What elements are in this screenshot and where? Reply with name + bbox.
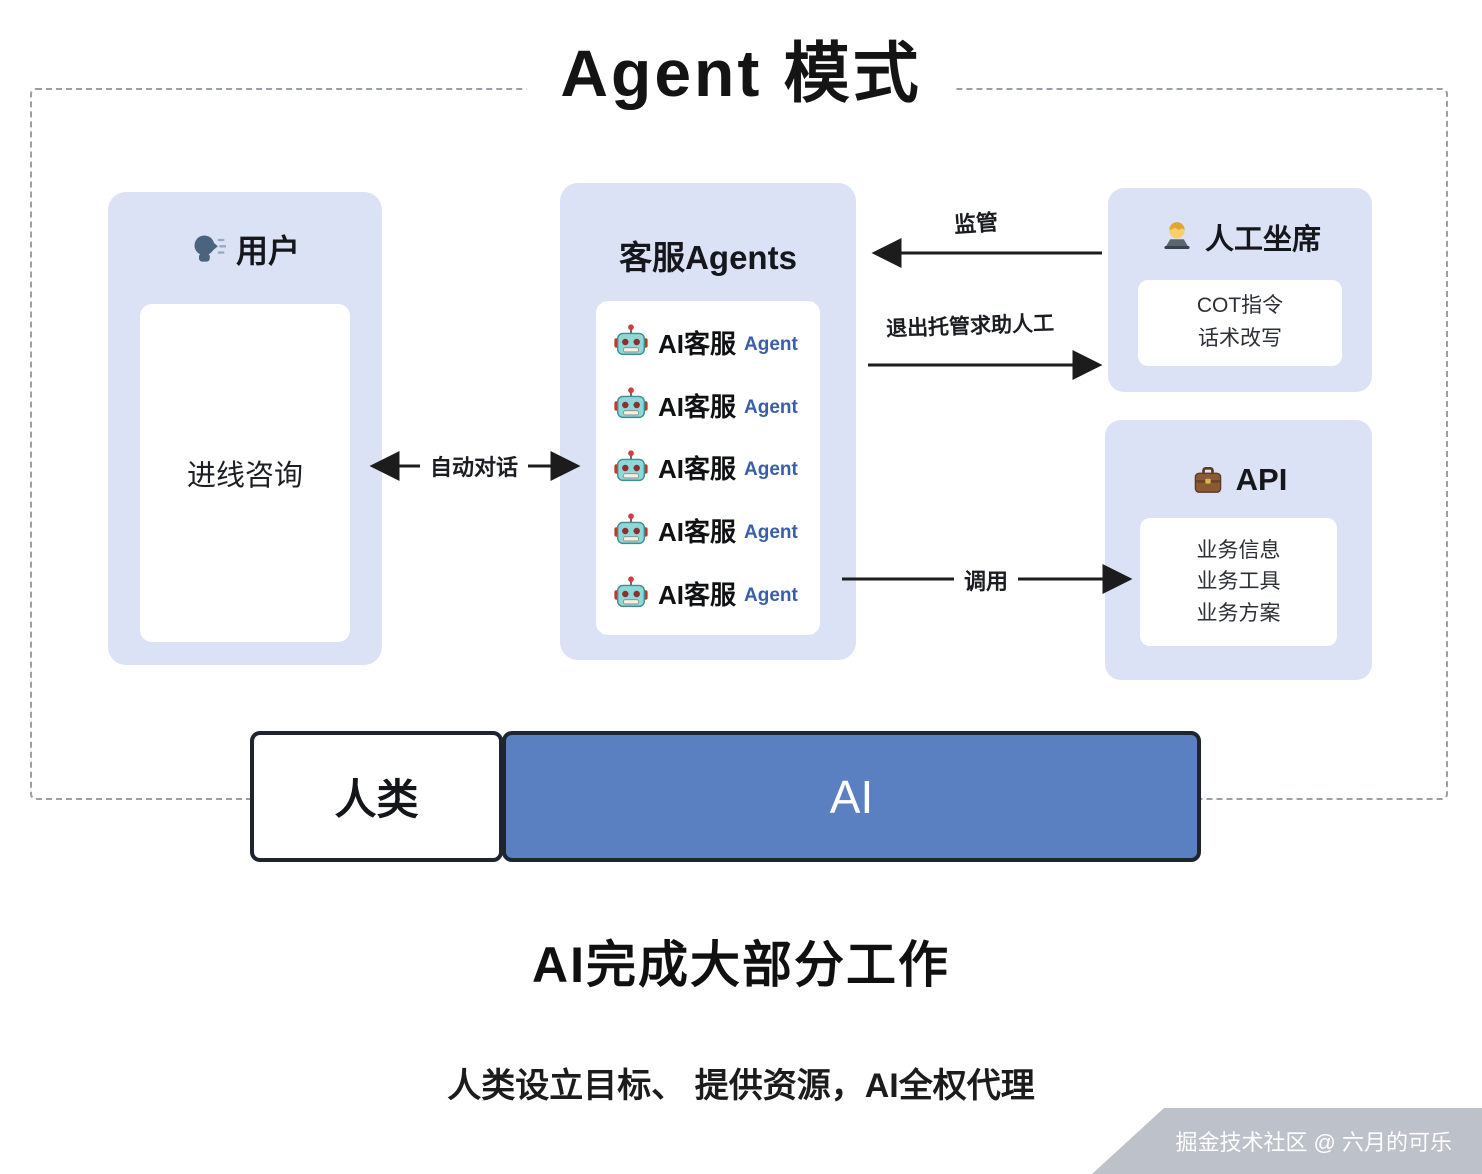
- user-panel-title: 用户: [235, 233, 300, 269]
- human-share-bar: 人类: [250, 731, 503, 862]
- user-inner-label: 进线咨询: [186, 460, 303, 492]
- watermark-text: 掘金技术社区 @ 六月的可乐: [1175, 1130, 1452, 1155]
- agent-suffix: Agent: [744, 333, 798, 355]
- invoke-label: 调用: [953, 564, 1019, 596]
- ai-share-bar: AI: [502, 731, 1201, 862]
- agent-suffix: Agent: [744, 396, 798, 418]
- agents-inner-box: AI客服 Agent AI客服 Agent AI客服 Agent AI客服 Ag…: [596, 301, 820, 635]
- user-panel-header: 用户: [108, 226, 382, 272]
- human-agent-inner-box: COT指令 话术改写: [1138, 280, 1342, 366]
- human-agent-panel: 人工坐席 COT指令 话术改写: [1108, 188, 1372, 392]
- speaking-head-icon: [190, 231, 226, 267]
- user-panel: 用户 进线咨询: [108, 192, 382, 665]
- agent-label: AI客服: [658, 517, 737, 548]
- api-line: 业务方案: [1196, 601, 1281, 625]
- robot-icon: [612, 323, 650, 361]
- robot-icon: [612, 386, 650, 424]
- robot-icon: [612, 449, 650, 487]
- ai-share-label: AI: [829, 770, 874, 823]
- agent-label: AI客服: [658, 391, 737, 422]
- agent-label: AI客服: [658, 454, 737, 485]
- page-title: Agent 模式: [526, 20, 956, 116]
- api-inner-box: 业务信息 业务工具 业务方案: [1140, 518, 1337, 646]
- agent-row: AI客服 Agent: [612, 386, 820, 424]
- agent-row: AI客服 Agent: [612, 575, 820, 613]
- agent-row: AI客服 Agent: [612, 323, 820, 361]
- robot-icon: [612, 512, 650, 550]
- robot-icon: [612, 575, 650, 613]
- watermark-band: 掘金技术社区 @ 六月的可乐: [1092, 1108, 1482, 1174]
- agent-suffix: Agent: [744, 459, 798, 481]
- user-inner-box: 进线咨询: [140, 304, 350, 642]
- agent-suffix: Agent: [744, 585, 798, 607]
- auto-dialog-label: 自动对话: [419, 450, 529, 482]
- agents-panel-title: 客服Agents: [619, 239, 797, 276]
- supervise-label: 监管: [953, 209, 999, 238]
- human-share-label: 人类: [334, 776, 419, 823]
- human-agent-line: 话术改写: [1198, 327, 1282, 350]
- agent-label: AI客服: [658, 580, 737, 611]
- api-panel: API 业务信息 业务工具 业务方案: [1105, 420, 1372, 680]
- exit-escalate-label: 退出托管求助人工: [885, 312, 1055, 341]
- api-line: 业务信息: [1196, 538, 1281, 562]
- api-panel-header: API: [1105, 462, 1372, 498]
- human-agent-panel-title: 人工坐席: [1204, 224, 1321, 256]
- agents-panel: 客服Agents AI客服 Agent AI客服 Agent AI客服 Agen…: [560, 183, 856, 660]
- agent-row: AI客服 Agent: [612, 512, 820, 550]
- api-line: 业务工具: [1196, 570, 1281, 594]
- human-agent-panel-header: 人工坐席: [1108, 216, 1372, 258]
- agent-suffix: Agent: [744, 522, 798, 544]
- briefcase-icon: [1190, 462, 1226, 498]
- agent-row: AI客服 Agent: [612, 449, 820, 487]
- caption-sub: 人类设立目标、 提供资源，AI全权代理: [447, 1067, 1035, 1105]
- caption-main: AI完成大部分工作: [532, 937, 950, 993]
- human-agent-line: COT指令: [1196, 294, 1284, 318]
- agent-label: AI客服: [658, 328, 737, 359]
- technologist-icon: [1159, 219, 1195, 255]
- api-panel-title: API: [1235, 462, 1288, 497]
- agents-panel-header: 客服Agents: [560, 231, 856, 279]
